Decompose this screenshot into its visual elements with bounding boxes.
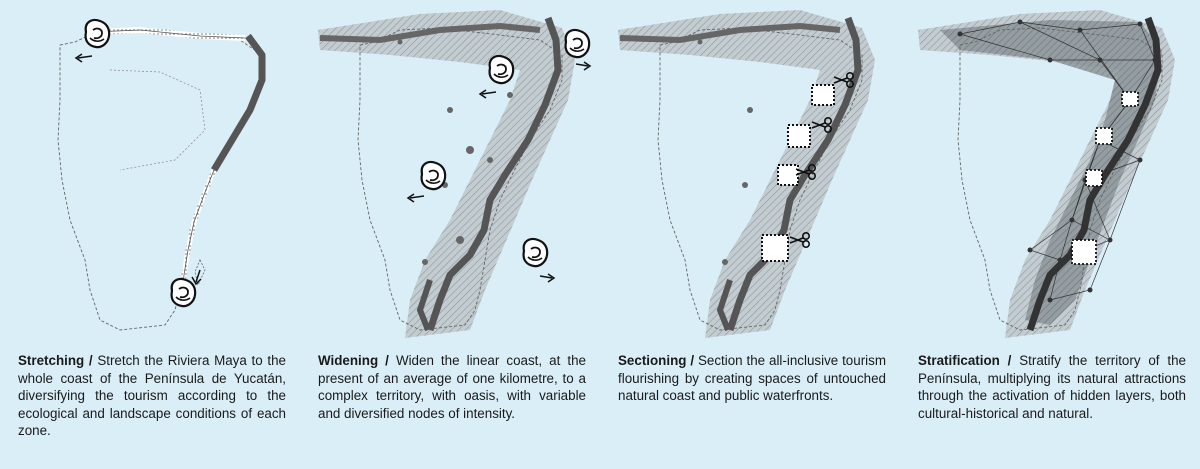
caption-stratification: Stratification / Stratify the territory … bbox=[918, 352, 1186, 422]
panel-widening: Widening / Widen the linear coast, at th… bbox=[300, 0, 600, 469]
caption-title: Widening / bbox=[318, 353, 389, 368]
panel-stratification: Stratification / Stratify the territory … bbox=[900, 0, 1200, 469]
arrow-icon bbox=[77, 55, 93, 59]
caption-text: Widen the linear coast, at the present o… bbox=[318, 353, 586, 421]
panel-stretching: Stretching / Stretch the Riviera Maya to… bbox=[0, 0, 300, 469]
arrow-icon bbox=[539, 275, 553, 279]
arrow-icon bbox=[409, 195, 425, 199]
caption-title: Sectioning / bbox=[618, 353, 695, 368]
hand-icon bbox=[84, 18, 111, 49]
arrow-icon bbox=[575, 63, 589, 67]
panel-sectioning: Sectioning / Section the all-inclusive t… bbox=[600, 0, 900, 469]
caption-title: Stretching / bbox=[18, 353, 93, 368]
hand-icon bbox=[420, 160, 447, 191]
stretching-map bbox=[57, 18, 266, 331]
caption-stretching: Stretching / Stretch the Riviera Maya to… bbox=[18, 352, 286, 440]
widening-map bbox=[318, 10, 592, 338]
caption-title: Stratification / bbox=[918, 353, 1012, 368]
caption-sectioning: Sectioning / Section the all-inclusive t… bbox=[618, 352, 886, 405]
hand-icon bbox=[564, 28, 591, 59]
caption-text: Stretch the Riviera Maya to the whole co… bbox=[18, 353, 286, 439]
sectioning-map bbox=[618, 10, 875, 338]
caption-text: Section the all-inclusive tourism flouri… bbox=[618, 353, 886, 404]
hand-icon bbox=[488, 54, 515, 85]
caption-widening: Widening / Widen the linear coast, at th… bbox=[318, 352, 586, 422]
hand-icon bbox=[522, 237, 549, 268]
arrow-icon bbox=[481, 91, 497, 95]
stratification-map bbox=[918, 10, 1175, 338]
hand-icon bbox=[170, 277, 197, 308]
arrow-icon bbox=[195, 269, 201, 283]
caption-text: Stratify the territory of the Península,… bbox=[918, 353, 1186, 421]
